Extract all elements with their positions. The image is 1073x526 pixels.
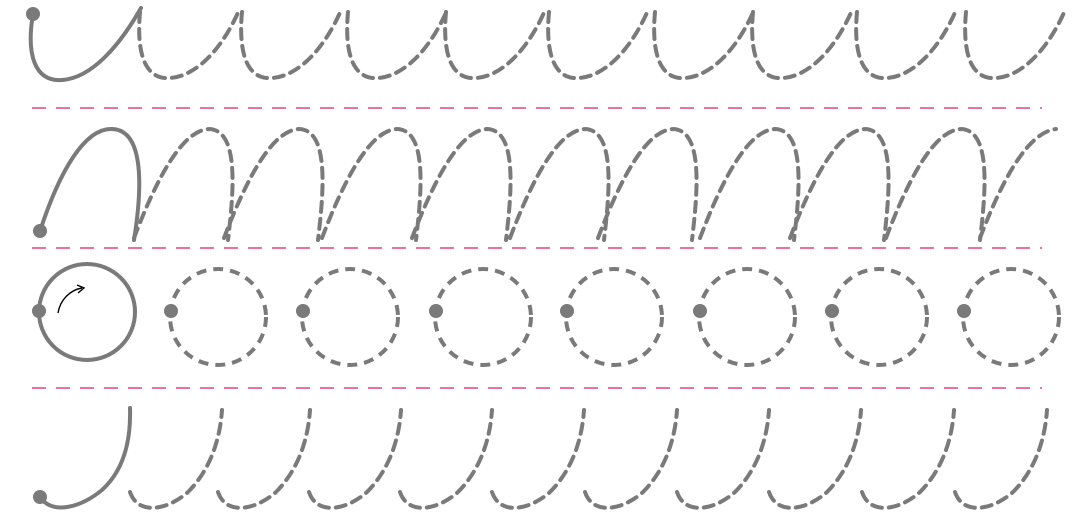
trace-stroke bbox=[300, 267, 400, 367]
model-stroke bbox=[38, 406, 133, 510]
guide-lines bbox=[32, 107, 1042, 389]
trace-stroke bbox=[345, 6, 450, 81]
trace-stroke bbox=[564, 267, 664, 367]
trace-stroke bbox=[137, 6, 242, 81]
trace-stroke bbox=[546, 6, 651, 81]
trace-stroke bbox=[443, 6, 548, 81]
trace-stroke bbox=[767, 408, 863, 510]
row-hook-curves bbox=[33, 406, 1049, 510]
trace-stroke bbox=[132, 127, 235, 242]
trace-stroke bbox=[750, 6, 855, 81]
direction-arrow-icon bbox=[76, 284, 86, 294]
trace-stroke bbox=[953, 408, 1049, 510]
row-under-curves bbox=[26, 6, 1068, 83]
row-over-arches bbox=[33, 126, 1058, 242]
start-dot-icon bbox=[825, 304, 839, 318]
model-stroke bbox=[37, 262, 137, 362]
trace-stroke bbox=[398, 408, 494, 510]
model-stroke bbox=[28, 6, 143, 83]
direction-arrow-icon bbox=[57, 287, 83, 314]
trace-stroke bbox=[978, 127, 1058, 240]
trace-stroke bbox=[884, 127, 987, 242]
trace-stroke bbox=[239, 6, 344, 81]
trace-stroke bbox=[410, 127, 513, 242]
start-dot-icon bbox=[429, 304, 443, 318]
trace-stroke bbox=[652, 6, 757, 81]
trace-stroke bbox=[860, 408, 956, 510]
start-dot-icon bbox=[560, 304, 574, 318]
trace-stroke bbox=[216, 408, 312, 510]
start-dot-icon bbox=[32, 304, 46, 318]
trace-stroke bbox=[490, 408, 586, 510]
trace-stroke bbox=[961, 267, 1061, 367]
trace-stroke bbox=[829, 267, 929, 367]
trace-stroke bbox=[320, 127, 423, 242]
trace-stroke bbox=[128, 408, 224, 510]
start-dot-icon bbox=[957, 304, 971, 318]
trace-stroke bbox=[698, 127, 801, 242]
trace-stroke bbox=[854, 6, 959, 81]
trace-stroke bbox=[168, 267, 268, 367]
trace-stroke bbox=[963, 6, 1068, 81]
start-dot-icon bbox=[296, 304, 310, 318]
trace-stroke bbox=[675, 408, 771, 510]
trace-stroke bbox=[697, 267, 797, 367]
trace-stroke bbox=[583, 408, 679, 510]
start-dot-icon bbox=[164, 304, 178, 318]
trace-stroke bbox=[788, 127, 891, 242]
model-stroke bbox=[38, 126, 142, 242]
start-dot-icon bbox=[693, 304, 707, 318]
trace-stroke bbox=[433, 267, 533, 367]
trace-stroke bbox=[508, 127, 611, 242]
trace-stroke bbox=[222, 127, 325, 242]
trace-stroke bbox=[596, 127, 699, 242]
row-circles bbox=[32, 262, 1061, 367]
trace-stroke bbox=[307, 408, 403, 510]
